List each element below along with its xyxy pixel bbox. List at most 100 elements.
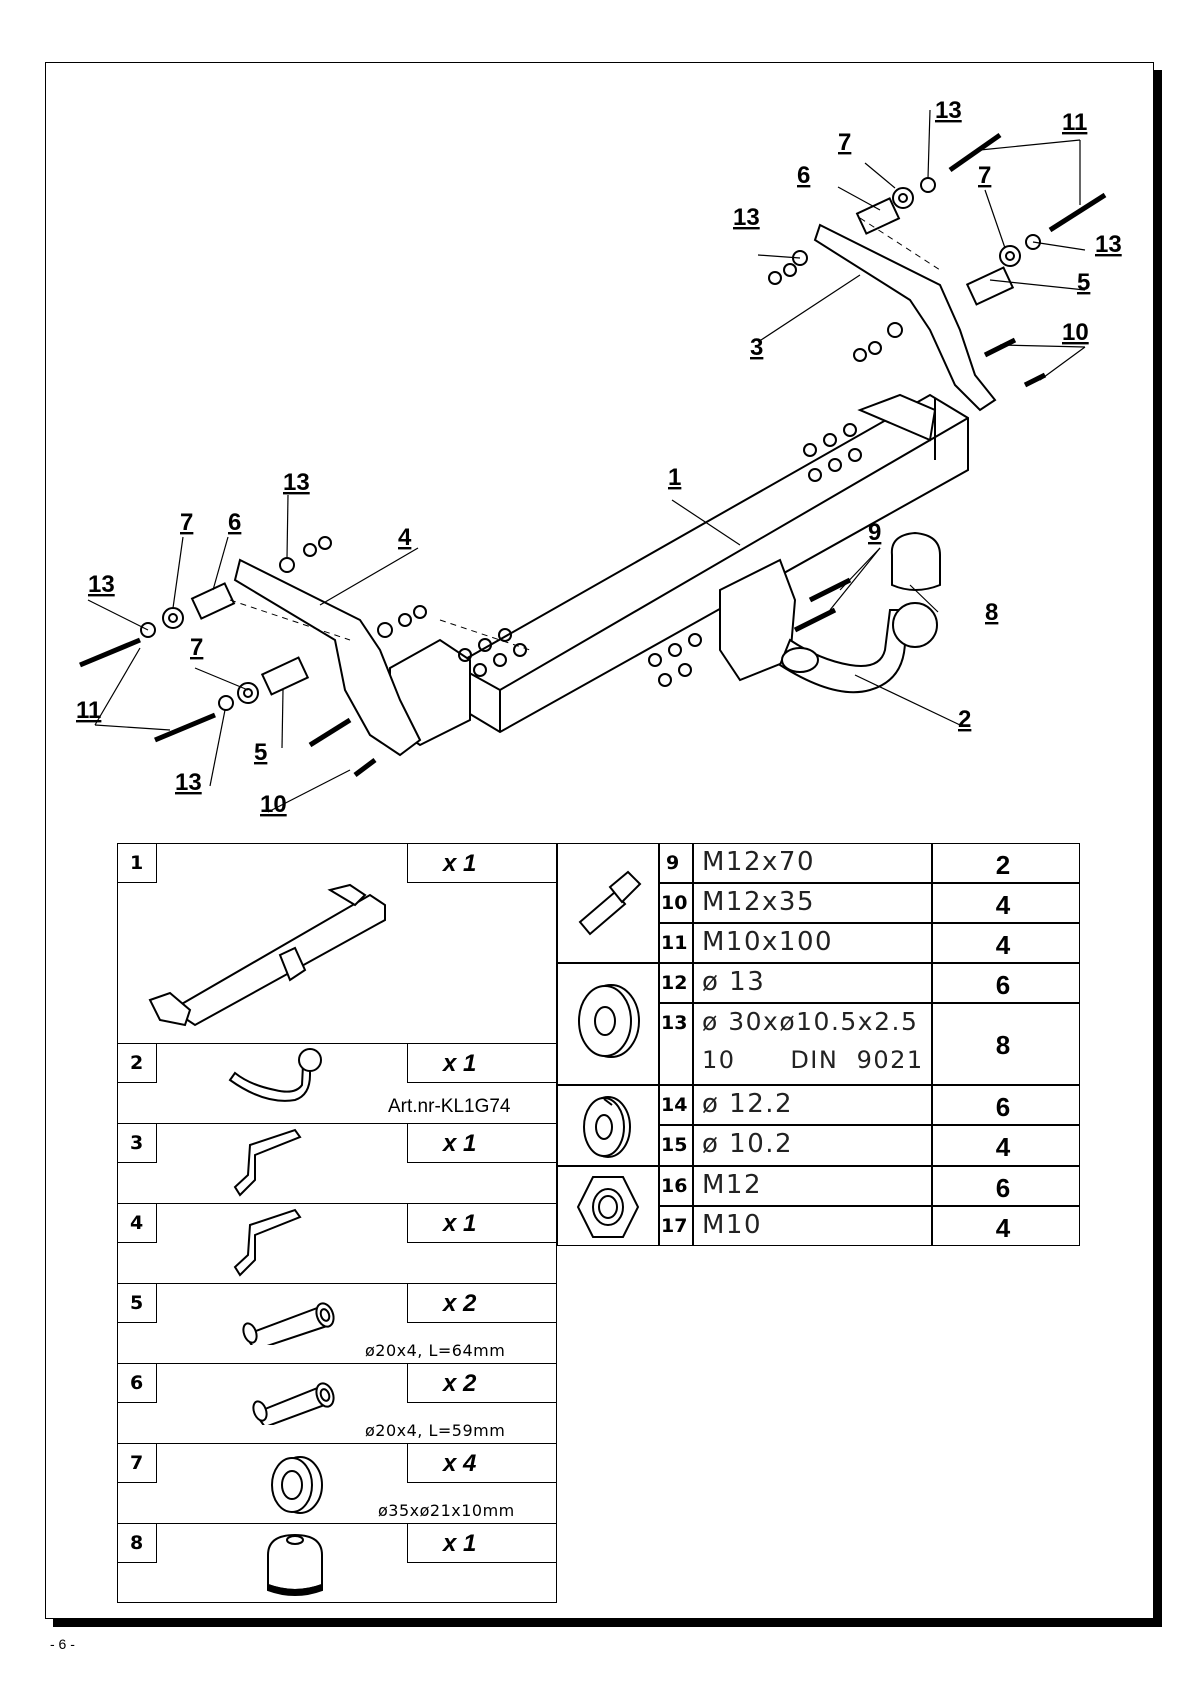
towball-illustration bbox=[228, 1048, 322, 1102]
item-qty: x 1 bbox=[443, 1210, 477, 1237]
spring-washer-icon bbox=[583, 1096, 631, 1158]
row-num-cell: 2 bbox=[117, 1043, 157, 1083]
spec-quantity: 4 bbox=[995, 890, 1011, 920]
spec-quantity: 4 bbox=[995, 1132, 1011, 1162]
spec-description-standard: 10 DIN 9021 bbox=[702, 1046, 924, 1074]
callout-5a: 5 bbox=[1077, 269, 1090, 296]
divider bbox=[117, 1523, 557, 1524]
divider bbox=[117, 1203, 557, 1204]
row-num-cell: 1 bbox=[117, 843, 157, 883]
spec-description: ø 10.2 bbox=[702, 1129, 794, 1159]
row-qty-cell: x 2 bbox=[407, 1363, 557, 1403]
row-num-cell: 4 bbox=[117, 1203, 157, 1243]
spec-qty-cell: 4 bbox=[932, 923, 1080, 963]
spacer-5-illustration bbox=[242, 1302, 335, 1345]
bracket-3-illustration bbox=[233, 1128, 302, 1197]
item-number: 7 bbox=[130, 1452, 144, 1474]
row-num-cell: 5 bbox=[117, 1283, 157, 1323]
spec-number: 9 bbox=[666, 852, 680, 874]
callout-10b: 10 bbox=[260, 791, 287, 818]
callout-13b: 13 bbox=[283, 469, 310, 496]
spec-qty-cell: 4 bbox=[932, 1206, 1080, 1246]
spec-number: 17 bbox=[661, 1215, 688, 1237]
spec-num-cell: 14 bbox=[659, 1085, 693, 1125]
spec-qty-cell: 2 bbox=[932, 843, 1080, 883]
spec-desc-cell: ø 30xø10.5x2.5 10 DIN 9021 bbox=[693, 1003, 932, 1085]
ball-cap-8-illustration bbox=[267, 1533, 323, 1596]
callout-9: 9 bbox=[868, 519, 881, 546]
spec-number: 15 bbox=[661, 1134, 688, 1156]
spec-qty-cell: 6 bbox=[932, 963, 1080, 1003]
row-qty-cell: x 1 bbox=[407, 843, 557, 883]
callout-13d: 13 bbox=[935, 97, 962, 124]
spec-num-cell: 17 bbox=[659, 1206, 693, 1246]
callout-2: 2 bbox=[958, 706, 971, 733]
divider bbox=[117, 1363, 557, 1364]
callout-6a: 6 bbox=[228, 509, 241, 536]
callout-4: 4 bbox=[398, 524, 412, 551]
divider bbox=[117, 1283, 557, 1284]
callout-6b: 6 bbox=[797, 162, 810, 189]
item-number: 4 bbox=[130, 1212, 144, 1234]
callout-7d: 7 bbox=[978, 162, 991, 189]
spacer-5-dimensions: ø20x4, L=64mm bbox=[365, 1341, 506, 1360]
page-number: - 6 - bbox=[50, 1636, 75, 1652]
spec-desc-cell: ø 13 bbox=[693, 963, 932, 1003]
spec-quantity: 8 bbox=[995, 1030, 1011, 1060]
spec-quantity: 4 bbox=[995, 930, 1011, 960]
divider bbox=[117, 1123, 557, 1124]
spec-qty-cell: 4 bbox=[932, 1125, 1080, 1166]
spacer-6-illustration bbox=[252, 1382, 335, 1425]
spec-number: 16 bbox=[661, 1175, 688, 1197]
spec-quantity: 6 bbox=[995, 1173, 1011, 1203]
spec-description: M12 bbox=[702, 1170, 763, 1200]
callout-5b: 5 bbox=[254, 739, 267, 766]
spec-quantity: 4 bbox=[995, 1213, 1011, 1243]
spacer-6-dimensions: ø20x4, L=59mm bbox=[365, 1421, 506, 1440]
callout-13c: 13 bbox=[733, 204, 760, 231]
spec-num-cell: 10 bbox=[659, 883, 693, 923]
row-qty-cell: x 2 bbox=[407, 1283, 557, 1323]
divider bbox=[117, 1043, 557, 1044]
spec-num-cell: 13 bbox=[659, 1003, 693, 1085]
row-qty-cell: x 4 bbox=[407, 1443, 557, 1483]
spec-description: M12x70 bbox=[702, 847, 815, 877]
spec-number: 13 bbox=[661, 1012, 688, 1034]
spec-description: ø 13 bbox=[702, 967, 766, 997]
washer-image-cell bbox=[557, 963, 659, 1085]
row-num-cell: 7 bbox=[117, 1443, 157, 1483]
row-num-cell: 3 bbox=[117, 1123, 157, 1163]
callout-7a: 7 bbox=[180, 509, 193, 536]
spec-desc-cell: ø 12.2 bbox=[693, 1085, 932, 1125]
bracket-4-illustration bbox=[233, 1208, 302, 1277]
row-num-cell: 6 bbox=[117, 1363, 157, 1403]
callout-3: 3 bbox=[750, 334, 763, 361]
spec-qty-cell: 4 bbox=[932, 883, 1080, 923]
item-number: 5 bbox=[130, 1292, 144, 1314]
spec-qty-cell: 6 bbox=[932, 1085, 1080, 1125]
spec-description: M10 bbox=[702, 1210, 763, 1240]
spec-number: 11 bbox=[661, 932, 688, 954]
spec-number: 10 bbox=[661, 892, 688, 914]
callout-13e: 13 bbox=[1095, 231, 1122, 258]
spec-quantity: 6 bbox=[995, 1092, 1011, 1122]
spec-desc-cell: M10 bbox=[693, 1206, 932, 1246]
spring-washer-image-cell bbox=[557, 1085, 659, 1166]
spacer-ring-7-illustration bbox=[271, 1456, 323, 1514]
spec-quantity: 2 bbox=[995, 850, 1011, 880]
spec-num-cell: 11 bbox=[659, 923, 693, 963]
nut-image-cell bbox=[557, 1166, 659, 1246]
row-qty-cell: x 1 bbox=[407, 1043, 557, 1083]
callout-11a: 11 bbox=[76, 697, 101, 724]
item-number: 6 bbox=[130, 1372, 144, 1394]
spec-desc-cell: M10x100 bbox=[693, 923, 932, 963]
callout-13a: 13 bbox=[88, 571, 115, 598]
spec-description: ø 30xø10.5x2.5 bbox=[702, 1007, 919, 1036]
item-qty: x 1 bbox=[443, 1050, 477, 1077]
spec-number: 14 bbox=[661, 1094, 688, 1116]
flat-washer-icon bbox=[578, 984, 640, 1058]
spec-desc-cell: M12 bbox=[693, 1166, 932, 1206]
spec-desc-cell: ø 10.2 bbox=[693, 1125, 932, 1166]
row-qty-cell: x 1 bbox=[407, 1123, 557, 1163]
spec-description: M12x35 bbox=[702, 887, 815, 917]
